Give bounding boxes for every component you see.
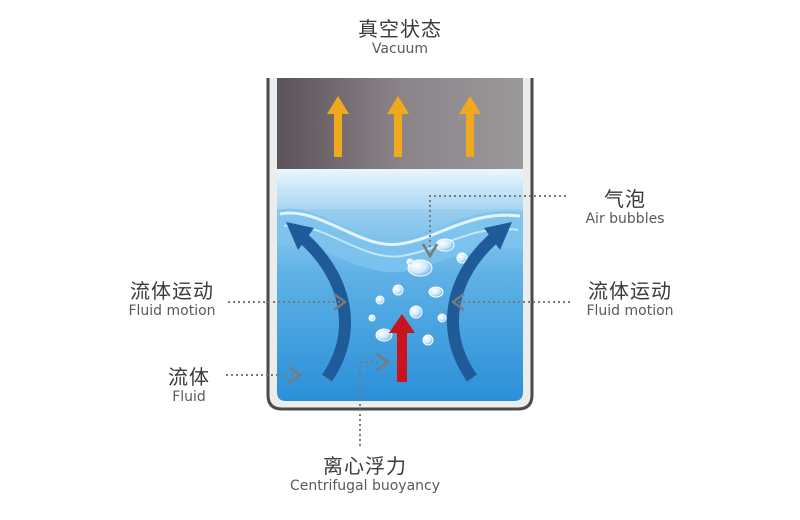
vacuum-up-arrow: [459, 96, 481, 157]
pointer-fluid-motion-right: [450, 292, 570, 312]
wave-highlight: [279, 211, 521, 247]
fluid-motion-label-left-en: Fluid motion: [128, 303, 216, 319]
pointer-fluid: [226, 365, 303, 385]
fluid-motion-label-right-zh: 流体运动: [588, 279, 672, 303]
buoyancy-arrow: [389, 314, 415, 382]
air-bubbles: [368, 238, 468, 346]
air-bubbles-label-zh: 气泡: [604, 187, 646, 211]
vacuum-label-zh: 真空状态: [358, 17, 442, 41]
vacuum-up-arrow: [327, 96, 349, 157]
vacuum-label-en: Vacuum: [371, 41, 429, 57]
pointer-buoyancy: [359, 352, 391, 446]
wave-highlight: [283, 224, 519, 258]
fluid-motion-label-right: 流体运动 Fluid motion: [570, 279, 690, 320]
pointer-fluid-motion-left: [228, 292, 348, 312]
air-bubbles-label: 气泡 Air bubbles: [570, 187, 680, 228]
buoyancy-label-zh: 离心浮力: [323, 454, 407, 478]
fluid-top-band: [277, 169, 523, 209]
fluid-motion-label-left: 流体运动 Fluid motion: [112, 279, 232, 320]
vacuum-up-arrow: [387, 96, 409, 157]
fluid-motion-label-right-en: Fluid motion: [586, 303, 674, 319]
fluid-label: 流体 Fluid: [144, 365, 234, 406]
buoyancy-label: 离心浮力 Centrifugal buoyancy: [270, 454, 460, 495]
vacuum-label: 真空状态 Vacuum: [320, 17, 480, 58]
fluid-motion-label-left-zh: 流体运动: [130, 279, 214, 303]
pointer-air-bubbles: [421, 195, 566, 259]
air-bubbles-label-en: Air bubbles: [585, 211, 665, 227]
fluid-label-zh: 流体: [168, 365, 210, 389]
fluid-label-en: Fluid: [172, 389, 206, 405]
buoyancy-label-en: Centrifugal buoyancy: [289, 478, 441, 494]
